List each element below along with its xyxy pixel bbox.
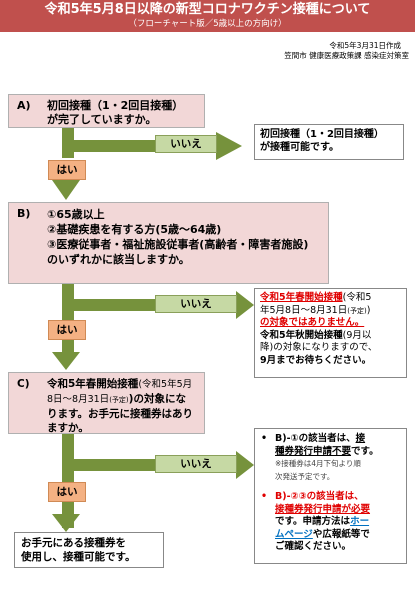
final-line1: お手元にある接種券を <box>21 537 126 549</box>
bullet-2: • <box>261 491 268 502</box>
result-a-line2: が接種可能です。 <box>260 142 339 153</box>
page-subtitle: （フローチャート版／5歳以上の方向け） <box>128 19 287 29</box>
question-c-line3: ります。お手元に接種券はあり <box>47 408 193 420</box>
meta-info: 令和5年3月31日作成 笠間市 健康医療政策課 感染症対策室 <box>259 41 409 61</box>
arrow-c-down <box>52 514 80 532</box>
question-b-line4: のいずれかに該当しますか。 <box>47 253 190 266</box>
question-a-line1: 初回接種（1・2回目接種） <box>47 99 184 112</box>
result-b-autumn-paren: (9月以 <box>342 329 372 341</box>
bullet-1: • <box>261 433 268 444</box>
result-b-wait: 9月までお待ちください。 <box>260 354 372 366</box>
page-title: 令和5年5月8日以降の新型コロナワクチン接種について <box>44 2 371 17</box>
yes-label-c: はい <box>48 482 86 502</box>
result-c-item1-u1: 接 <box>355 433 366 444</box>
question-a-label: A) <box>17 99 31 112</box>
yes-label-b: はい <box>48 320 86 340</box>
result-a-line1: 初回接種（1・2回目接種） <box>260 129 384 140</box>
result-b-not-eligible: の対象ではありません。 <box>260 317 365 328</box>
connector-c-down <box>62 434 74 528</box>
result-a: 初回接種（1・2回目接種） が接種可能です。 <box>254 124 404 160</box>
meta-date: 令和5年3月31日作成 <box>329 41 401 50</box>
question-c-line4: ますか。 <box>47 422 89 434</box>
final-line2: 使用し、接種可能です。 <box>21 551 136 563</box>
question-b-label: B) <box>17 207 31 220</box>
question-c-label: C) <box>17 378 30 390</box>
result-c-item2-required: 接種券発行申請が必要 <box>275 503 371 515</box>
result-c-item1-lead: B)-①の該当者は、 <box>275 433 356 444</box>
result-c-note1: ※接種券は4月下旬より順 <box>275 459 361 468</box>
meta-dept: 笠間市 健康医療政策課 感染症対策室 <box>284 51 409 60</box>
result-c-item2-paper: や広報紙等で <box>312 528 370 540</box>
arrow-b-right <box>236 291 254 319</box>
question-a-line2: が完了していますか。 <box>47 113 157 126</box>
result-c-item1: B)-①の該当者は、接 種券発行申請不要です。 ※接種券は4月下旬より順 次発送… <box>275 433 402 483</box>
question-a: A) 初回接種（1・2回目接種） が完了していますか。 <box>8 94 205 128</box>
question-c-planned: (予定) <box>109 396 129 404</box>
arrow-a-right <box>216 132 242 160</box>
result-c-item2-lead: B)-②③の該当者は、 <box>275 491 364 502</box>
title-bar: 令和5年5月8日以降の新型コロナワクチン接種について （フローチャート版／5歳以… <box>0 0 415 32</box>
yes-label-a: はい <box>48 160 86 180</box>
result-b-autumn: 令和5年秋開始接種 <box>260 329 343 341</box>
no-label-b: いいえ <box>155 295 237 313</box>
result-b-spring-range: 年5月8日～8月31日 <box>260 304 348 316</box>
result-b-autumn-eligible: 降)の対象になりますので、 <box>260 342 378 353</box>
question-c-spring: 令和5年春開始接種 <box>47 378 139 390</box>
arrow-a-down <box>52 180 80 200</box>
question-b-line2: ②基礎疾患を有する方(5歳～64歳) <box>47 223 222 236</box>
final-box: お手元にある接種券を 使用し、接種可能です。 <box>14 532 164 568</box>
no-label-a: いいえ <box>155 135 217 153</box>
result-b-spring-close: ) <box>366 304 371 316</box>
no-label-c: いいえ <box>155 455 237 473</box>
result-c-item2-confirm: ご確認ください。 <box>275 541 352 552</box>
question-b-line3: ③医療従事者・福祉施設従事者(高齢者・障害者施設) <box>47 238 309 251</box>
arrow-b-down <box>52 352 80 370</box>
question-c-range: 8日～8月31日 <box>47 394 110 405</box>
result-c-item1-u2: 種券発行申請不要 <box>275 445 352 457</box>
question-c-target: )の対象にな <box>128 393 186 405</box>
result-b-spring-planned: (予定) <box>347 306 367 315</box>
question-c: C) 令和5年春開始接種(令和5年5月 8日～8月31日(予定))の対象にな り… <box>8 372 205 434</box>
homepage-link-1[interactable]: ホー <box>350 516 370 527</box>
question-b: B) ①65歳以上 ②基礎疾患を有する方(5歳～64歳) ③医療従事者・福祉施設… <box>8 202 329 284</box>
result-b-spring: 令和5年春開始接種 <box>260 292 343 303</box>
result-b: 令和5年春開始接種(令和5 年5月8日～8月31日(予定)) の対象ではありませ… <box>254 288 407 378</box>
result-c-note2: 次発送予定です。 <box>275 471 335 481</box>
question-c-paren: (令和5年5月 <box>138 379 193 390</box>
result-c: • B)-①の該当者は、接 種券発行申請不要です。 ※接種券は4月下旬より順 次… <box>254 428 407 564</box>
result-c-item2-method: です。申請方法は <box>275 516 351 527</box>
result-b-spring-paren: (令和5 <box>342 292 372 303</box>
homepage-link-2[interactable]: ムページ <box>275 528 313 540</box>
result-c-item1-end: です。 <box>351 445 379 457</box>
question-b-line1: ①65歳以上 <box>47 208 105 221</box>
arrow-c-right <box>236 451 254 479</box>
result-c-item2: B)-②③の該当者は、 接種券発行申請が必要 です。申請方法はホー ムページや広… <box>275 491 402 554</box>
